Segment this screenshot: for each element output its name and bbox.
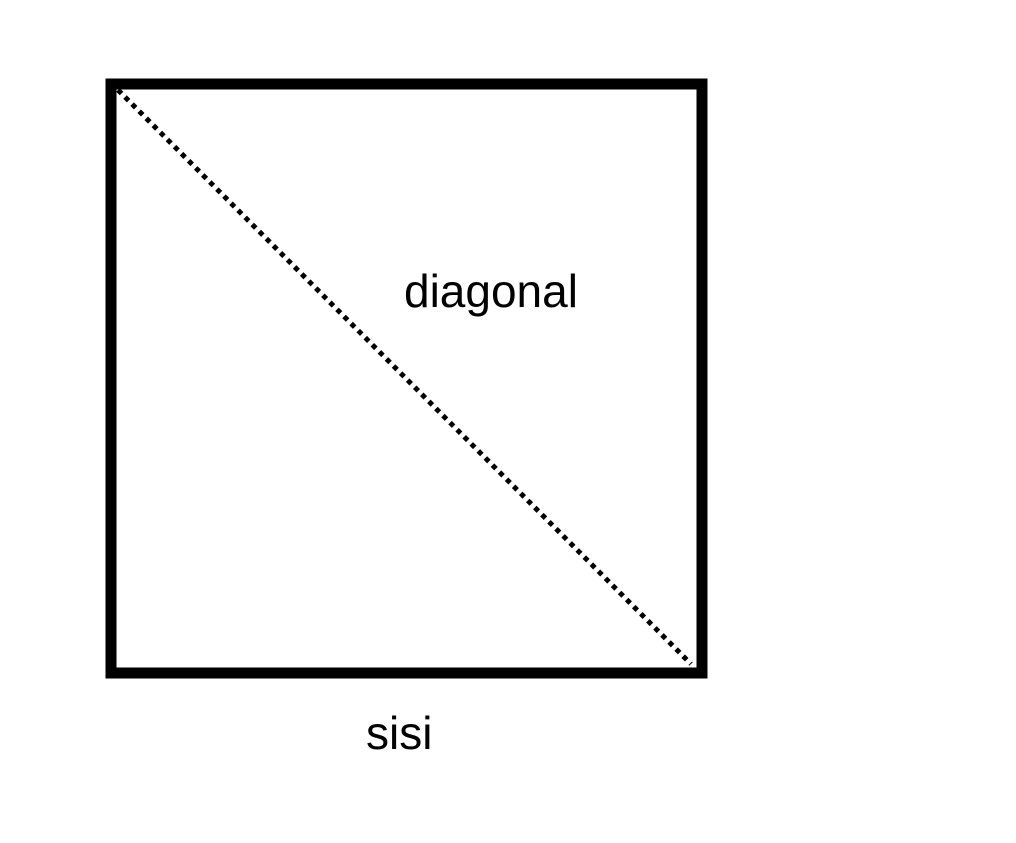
diagonal-line [116, 88, 693, 666]
side-label: sisi [366, 707, 432, 759]
diagonal-label: diagonal [404, 265, 578, 317]
square-outline [105, 78, 708, 679]
